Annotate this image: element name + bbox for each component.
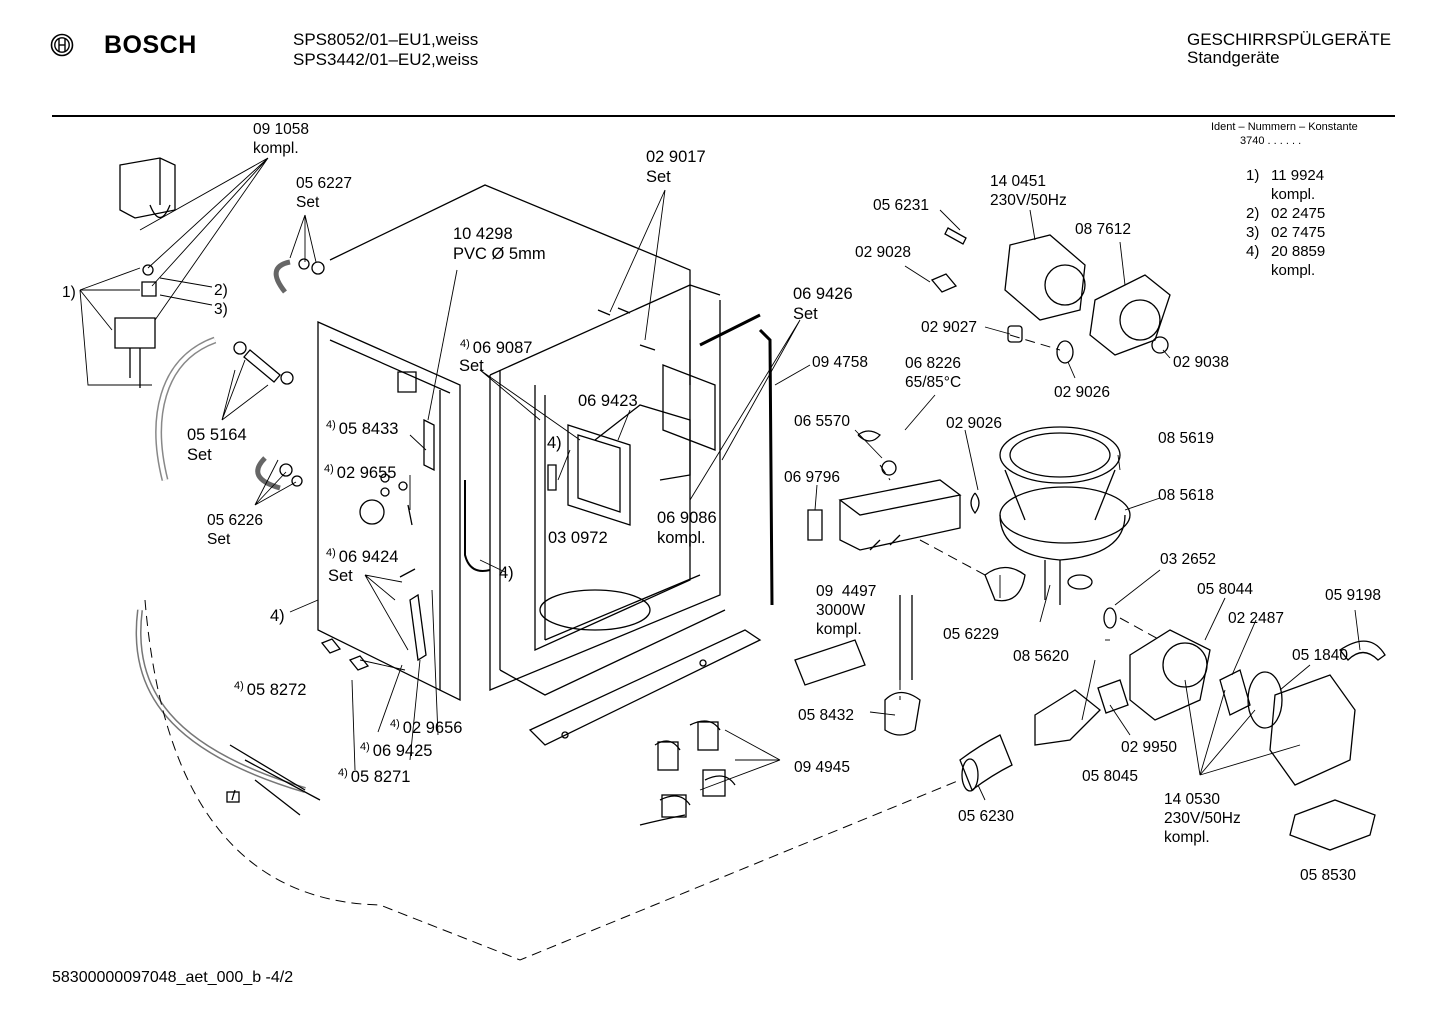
callout-label: 02 9950	[1121, 739, 1178, 756]
callout-label: Set	[328, 567, 353, 585]
model-line-2: SPS3442/01–EU2,weiss	[293, 50, 479, 69]
pump-housing-part	[1089, 274, 1171, 356]
callout-label: 05 6229	[943, 626, 1000, 643]
callout-label: 05 9198	[1325, 587, 1382, 604]
callout-label: 14 0451 230V/50Hz	[990, 173, 1067, 209]
callout-label: 05 8044	[1197, 581, 1254, 598]
callout-label: 05 6226 Set	[207, 512, 264, 548]
callout-label: 4)	[270, 607, 285, 625]
footnote-mark: 4)	[234, 680, 244, 692]
callout-label: 05 6231	[873, 197, 930, 214]
footnote-mark: 4)	[460, 338, 470, 350]
callout-label: 08 5620	[1013, 648, 1070, 665]
callout-label: 02 9028	[855, 244, 912, 261]
callout-label: 02 9017 Set	[646, 148, 706, 186]
callout-label: 06 8226 65/85°C	[905, 355, 962, 391]
callout-label: 02 9026	[946, 415, 1003, 432]
callout-label: 4)05 8272	[234, 676, 306, 700]
ident-title: Ident – Nummern – Konstante	[1211, 121, 1358, 133]
callout-label: 08 7612	[1075, 221, 1132, 238]
ident-item-code: 02 2475	[1271, 205, 1326, 222]
drain-pump-part	[1129, 629, 1211, 721]
callout-label: 10 4298 PVC Ø 5mm	[453, 225, 546, 263]
category-subtitle: Standgeräte	[1187, 48, 1280, 67]
footnote-mark: 4)	[326, 547, 336, 559]
callout-label: 4)06 9424	[326, 543, 398, 567]
ident-item-code: 20 8859	[1271, 243, 1326, 260]
callout-label: 3)	[214, 301, 228, 318]
ident-value: 3740 . . . . . .	[1240, 135, 1302, 147]
callout-label: 4)02 9655	[324, 459, 396, 483]
callout-label: 05 6230	[958, 808, 1015, 825]
callout-label: 09 1058 kompl.	[253, 121, 310, 157]
callout-label: 09 4497 3000W kompl.	[816, 583, 877, 638]
callout-label: 14 0530 230V/50Hz kompl.	[1164, 791, 1241, 846]
callout-label: 4)06 9087	[460, 334, 532, 358]
header-divider	[52, 115, 1395, 117]
brand-name: BOSCH	[104, 31, 197, 59]
callout-label: 09 4945	[794, 759, 851, 776]
callout-label: Set	[459, 357, 484, 375]
callout-label: 09 4758	[812, 354, 869, 371]
footnote-mark: 4)	[390, 718, 400, 730]
door-panel-part	[317, 321, 461, 702]
part-number: 02 9655	[336, 464, 397, 482]
model-line-1: SPS8052/01–EU1,weiss	[293, 30, 479, 49]
footnote-mark: 4)	[324, 463, 334, 475]
callout-label: 02 9027	[921, 319, 978, 336]
callout-label: 06 9796	[784, 469, 841, 486]
callout-label: 05 5164 Set	[187, 426, 247, 464]
part-number: 05 8433	[338, 420, 399, 438]
callout-label: 2)	[214, 282, 228, 299]
part-number: 05 8272	[246, 681, 307, 699]
callout-label: 05 6227 Set	[296, 175, 353, 211]
ident-item-num: 2)	[1246, 205, 1260, 222]
callout-label: 05 8432	[798, 707, 855, 724]
callout-label: 4)	[547, 434, 562, 452]
callout-label: 06 5570	[794, 413, 851, 430]
callout-label: 03 0972	[548, 529, 608, 547]
callout-label: 08 5619	[1158, 430, 1215, 447]
callout-label: 4)05 8271	[338, 763, 410, 787]
callout-label: 1)	[62, 284, 76, 301]
callout-label: 06 9423	[578, 392, 638, 410]
ident-item-num: 3)	[1246, 224, 1260, 241]
callout-label: 08 5618	[1158, 487, 1215, 504]
sump-pot-part	[999, 426, 1121, 484]
category-title: GESCHIRRSPÜLGERÄTE	[1187, 30, 1392, 49]
document-id: 58300000097048_aet_000_b -4/2	[52, 969, 294, 986]
callout-label: 4)	[499, 564, 514, 582]
footnote-mark: 4)	[338, 767, 348, 779]
aquastop-valve-part	[119, 157, 176, 219]
ident-item-num: 1)	[1246, 167, 1260, 184]
callout-label: 05 8530	[1300, 867, 1357, 884]
footnote-mark: 4)	[326, 419, 336, 431]
callout-label: 05 8045	[1082, 768, 1139, 785]
ident-item-code: 11 9924	[1271, 167, 1325, 184]
callout-label: 02 9026	[1054, 384, 1111, 401]
ident-item-extra: kompl.	[1271, 262, 1316, 279]
footnote-mark: 4)	[360, 741, 370, 753]
part-number: 06 9424	[338, 548, 399, 566]
pump-motor-part	[1269, 674, 1356, 786]
part-number: 06 9425	[372, 742, 433, 760]
ident-item-code: 02 7475	[1271, 224, 1326, 241]
callout-label: 4)02 9656	[390, 714, 462, 738]
callout-label: 02 2487	[1228, 610, 1285, 627]
part-number: 05 8271	[350, 768, 411, 786]
callout-label: 4)05 8433	[326, 415, 398, 439]
callout-label: 02 9038	[1173, 354, 1230, 371]
ident-item-extra: kompl.	[1271, 186, 1316, 203]
callout-label: 06 9086 kompl.	[657, 509, 717, 547]
callout-label: 05 1840	[1292, 647, 1349, 664]
circulation-pump-part	[1004, 234, 1086, 321]
part-number: 02 9656	[402, 719, 463, 737]
part-number: 06 9087	[472, 339, 533, 357]
ident-item-num: 4)	[1246, 243, 1260, 260]
callout-label: 4)06 9425	[360, 737, 432, 761]
bosch-logo-icon	[50, 33, 74, 57]
callout-label: 06 9426 Set	[793, 285, 853, 323]
callout-label: 03 2652	[1160, 551, 1217, 568]
